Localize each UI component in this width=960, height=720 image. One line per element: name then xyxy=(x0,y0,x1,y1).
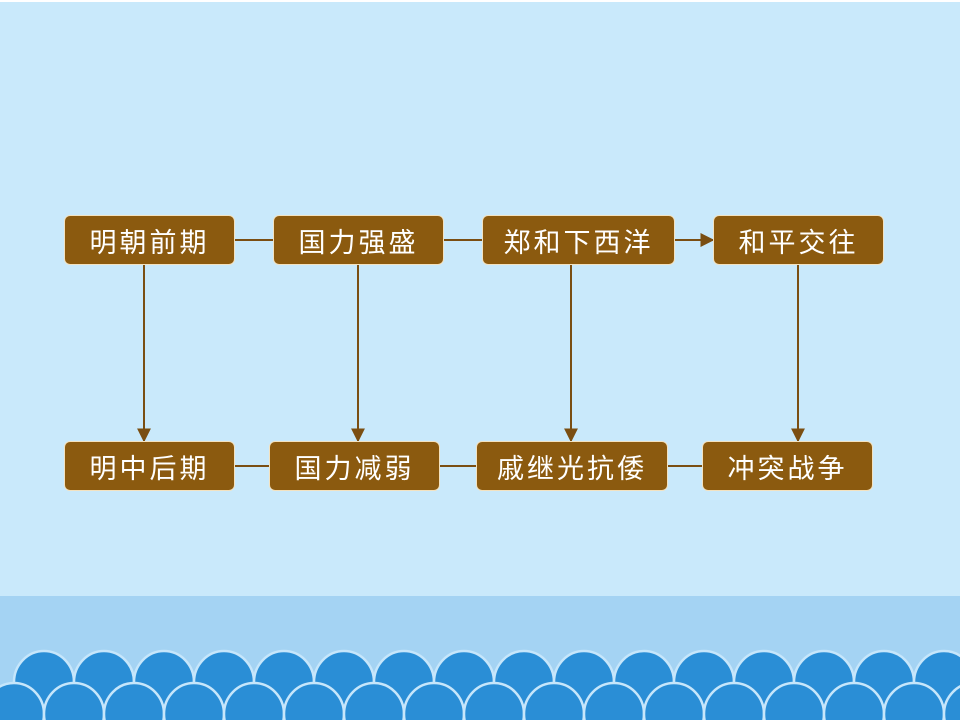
node-early-ming: 明朝前期 xyxy=(64,215,235,265)
top-strip xyxy=(0,0,960,2)
node-peaceful-exchange: 和平交往 xyxy=(713,215,884,265)
node-national-power-weak: 国力减弱 xyxy=(269,441,440,491)
node-national-power-strong: 国力强盛 xyxy=(273,215,444,265)
node-zheng-he-voyages: 郑和下西洋 xyxy=(482,215,675,265)
wave-scallop xyxy=(942,685,960,720)
wave-decoration xyxy=(0,649,960,720)
node-conflict-war: 冲突战争 xyxy=(702,441,873,491)
node-qi-jiguang: 戚继光抗倭 xyxy=(476,441,668,491)
node-mid-late-ming: 明中后期 xyxy=(64,441,235,491)
